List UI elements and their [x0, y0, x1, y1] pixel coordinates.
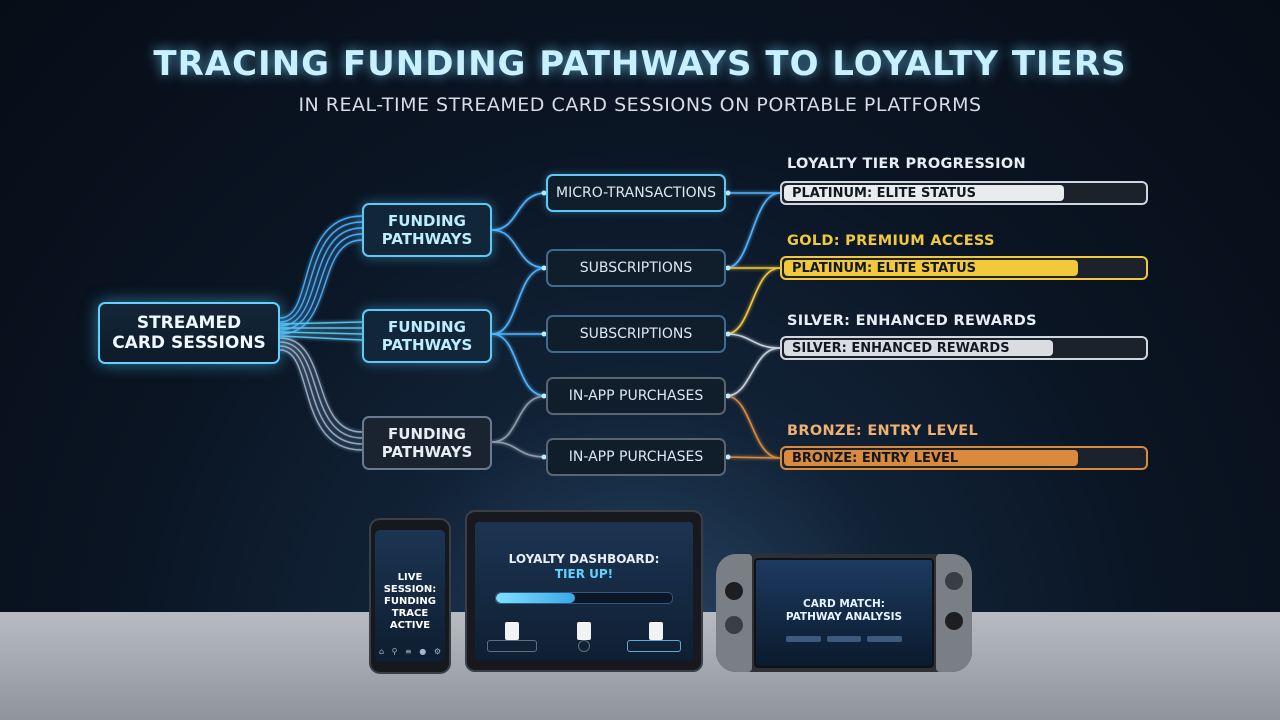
link-m4-t3 [725, 347, 781, 397]
tier-bar-label: PLATINUM: ELITE STATUS [792, 261, 976, 276]
tablet-dashboard-title: LOYALTY DASHBOARD: [508, 552, 660, 566]
console-menu-item[interactable] [826, 636, 862, 642]
funding-node-label: FUNDING PATHWAYS [381, 318, 473, 354]
tier-label-gold: GOLD: PREMIUM ACCESS [787, 233, 995, 249]
smartphone-device: LIVE SESSION: FUNDING TRACE ACTIVE ⌂ ⚲ ≡ ● ⚙ [369, 518, 451, 674]
link-f3-m4 [491, 395, 547, 443]
funding-pathways-node-bottom: FUNDING PATHWAYS [362, 416, 492, 470]
tablet-left-button[interactable] [487, 640, 537, 652]
tier-bar-silver: SILVER: ENHANCED REWARDS [780, 336, 1148, 360]
funding-pathways-node-middle: FUNDING PATHWAYS [362, 309, 492, 363]
root-to-funding-mid-link [279, 321, 363, 341]
funding-node-label: FUNDING PATHWAYS [381, 212, 473, 248]
phone-screen: LIVE SESSION: FUNDING TRACE ACTIVE ⌂ ⚲ ≡ ● ⚙ [375, 530, 445, 662]
tablet-progress-fill [496, 593, 576, 603]
link-f1-m2 [491, 229, 547, 269]
in-app-purchases-node-1: IN-APP PURCHASES [546, 377, 726, 415]
subscriptions-node-2: SUBSCRIPTIONS [546, 315, 726, 353]
tablet-device: LOYALTY DASHBOARD: TIER UP! [465, 510, 703, 672]
home-icon[interactable]: ⌂ [379, 647, 385, 656]
console-screen: CARD MATCH: PATHWAY ANALYSIS [754, 558, 934, 668]
root-to-funding-bottom-link [279, 337, 363, 451]
tier-label-bronze: BRONZE: ENTRY LEVEL [787, 423, 979, 439]
right-thumbstick-icon[interactable] [945, 612, 963, 630]
link-f2-m2 [491, 267, 547, 335]
console-menu-bar [786, 636, 903, 642]
left-thumbstick-icon[interactable] [725, 582, 743, 600]
streamed-card-sessions-node: STREAMED CARD SESSIONS [98, 302, 280, 364]
left-controller [716, 554, 752, 672]
page-subtitle: IN REAL-TIME STREAMED CARD SESSIONS ON P… [298, 94, 982, 116]
console-menu-item[interactable] [867, 636, 903, 642]
tier-bar-label: PLATINUM: ELITE STATUS [792, 186, 976, 201]
method-node-label: SUBSCRIPTIONS [579, 260, 693, 276]
tablet-dashboard-subtitle: TIER UP! [554, 567, 614, 581]
tier-bar-fill [784, 340, 1053, 356]
page-title: TRACING FUNDING PATHWAYS TO LOYALTY TIER… [153, 44, 1127, 84]
console-menu-item[interactable] [786, 636, 821, 642]
right-controller [936, 554, 972, 672]
playing-card-icon[interactable] [649, 622, 663, 640]
method-node-label: IN-APP PURCHASES [568, 449, 704, 465]
link-f2-m4 [491, 333, 547, 397]
tablet-progress-bar [495, 592, 673, 604]
in-app-purchases-node-2: IN-APP PURCHASES [546, 438, 726, 476]
link-m4-t4 [725, 395, 781, 459]
tier-bar-fill [784, 450, 1079, 466]
link-m3-t2 [725, 267, 781, 335]
playing-card-icon[interactable] [505, 622, 519, 640]
tier-bar-platinum: PLATINUM: ELITE STATUS [780, 181, 1148, 205]
playing-card-icon[interactable] [577, 622, 591, 640]
method-node-label: MICRO-TRANSACTIONS [556, 185, 716, 201]
link-m3-t3 [725, 333, 781, 349]
phone-nav-bar: ⌂ ⚲ ≡ ● ⚙ [379, 647, 441, 656]
tablet-center-icon[interactable] [578, 640, 590, 652]
link-f1-m1 [491, 192, 547, 231]
tier-bar-gold: PLATINUM: ELITE STATUS [780, 256, 1148, 280]
tier-bar-label: BRONZE: ENTRY LEVEL [792, 451, 959, 466]
tier-heading: LOYALTY TIER PROGRESSION [787, 156, 1026, 172]
tier-label-silver: SILVER: ENHANCED REWARDS [787, 313, 1037, 329]
handheld-console-device: CARD MATCH: PATHWAY ANALYSIS [716, 554, 972, 672]
link-m5-t4 [725, 456, 781, 459]
root-to-funding-top-link [279, 215, 363, 335]
method-node-label: IN-APP PURCHASES [568, 388, 704, 404]
tablet-screen: LOYALTY DASHBOARD: TIER UP! [475, 522, 693, 660]
search-icon[interactable]: ⚲ [391, 647, 398, 656]
settings-icon[interactable]: ⚙ [433, 647, 441, 656]
face-buttons-icon[interactable] [945, 572, 963, 590]
tablet-card-row [505, 622, 663, 640]
micro-transactions-node: MICRO-TRANSACTIONS [546, 174, 726, 212]
tier-bar-label: SILVER: ENHANCED REWARDS [792, 341, 1010, 356]
menu-icon[interactable]: ≡ [405, 647, 412, 656]
link-m2-t1 [725, 192, 781, 269]
funding-node-label: FUNDING PATHWAYS [381, 425, 473, 461]
method-node-label: SUBSCRIPTIONS [579, 326, 693, 342]
root-node-label: STREAMED CARD SESSIONS [112, 313, 266, 353]
profile-icon[interactable]: ● [419, 647, 427, 656]
tier-bar-fill [784, 185, 1064, 201]
subscriptions-node-1: SUBSCRIPTIONS [546, 249, 726, 287]
tier-bar-bronze: BRONZE: ENTRY LEVEL [780, 446, 1148, 470]
console-screen-text: CARD MATCH: PATHWAY ANALYSIS [785, 598, 903, 623]
tier-bar-fill [784, 260, 1079, 276]
phone-session-text: LIVE SESSION: FUNDING TRACE ACTIVE [383, 572, 437, 631]
funding-pathways-node-top: FUNDING PATHWAYS [362, 203, 492, 257]
tablet-right-button[interactable] [627, 640, 681, 652]
link-f3-m5 [491, 441, 547, 458]
dpad-icon[interactable] [725, 616, 743, 634]
